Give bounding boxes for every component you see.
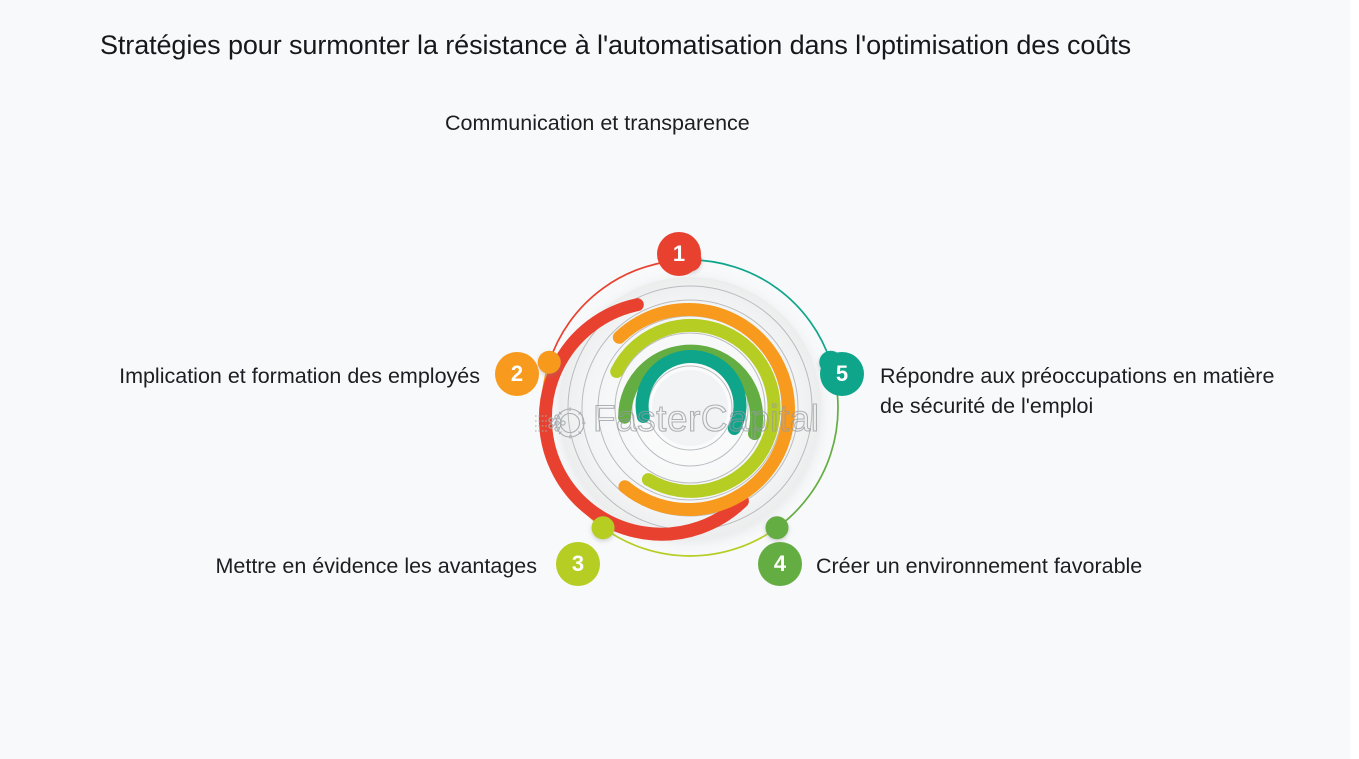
- node-dot-3: [591, 516, 615, 540]
- arc-red: [538, 298, 749, 541]
- node-badge-5[interactable]: 5: [820, 352, 864, 396]
- node-1-label: Communication et transparence: [445, 111, 750, 135]
- node-5-label: Répondre aux préoccupations en matière d…: [880, 364, 1275, 418]
- node-3-label: Mettre en évidence les avantages: [215, 554, 537, 578]
- page-title: Stratégies pour surmonter la résistance …: [100, 30, 1132, 61]
- node-badge-1[interactable]: 1: [657, 232, 701, 276]
- node-2-label: Implication et formation des employés: [119, 364, 480, 388]
- node-dot-2: [537, 350, 561, 374]
- progress-arcs: [538, 298, 795, 541]
- arc-teal: [635, 350, 747, 435]
- radial-cycle-diagram: [500, 218, 880, 598]
- node-badge-2[interactable]: 2: [495, 352, 539, 396]
- diagram-core: [652, 370, 728, 446]
- node-badge-3[interactable]: 3: [556, 542, 600, 586]
- node-dot-4: [765, 516, 789, 540]
- arc-orange: [612, 303, 795, 516]
- arc-lime: [610, 318, 781, 498]
- node-4-label: Créer un environnement favorable: [816, 554, 1143, 578]
- right-edge-strip: [1350, 0, 1359, 759]
- node-badge-4[interactable]: 4: [758, 542, 802, 586]
